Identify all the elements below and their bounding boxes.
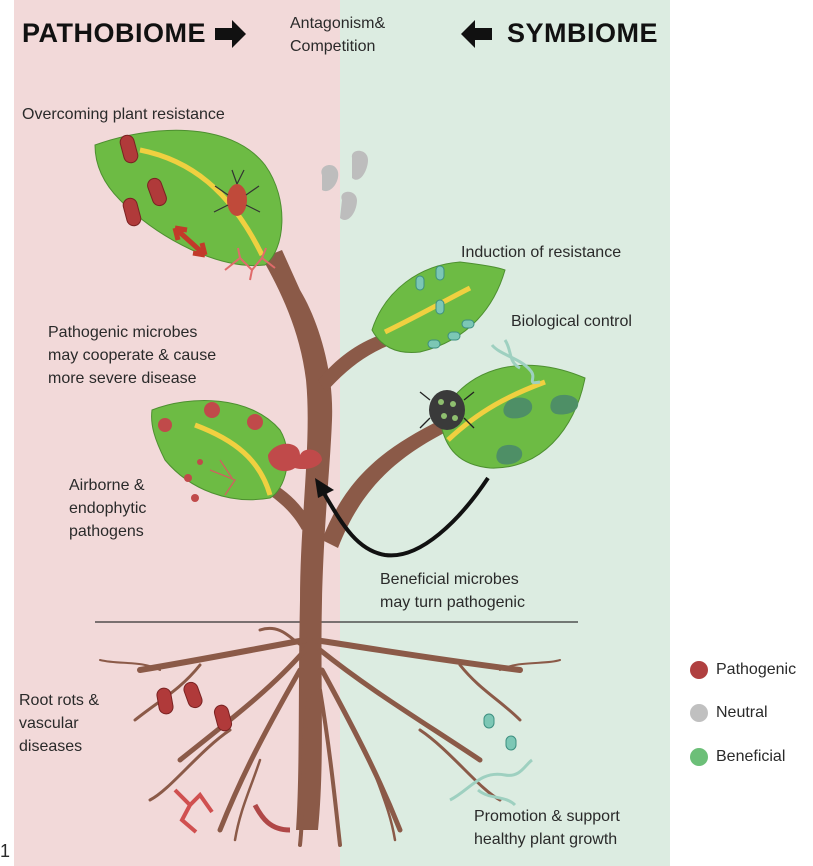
airborne-label: Airborne & endophytic pathogens [69, 474, 146, 543]
leaf-mid-left [152, 400, 288, 499]
promotion-label: Promotion & support healthy plant growth [474, 805, 620, 851]
legend-neutral: Neutral [690, 704, 768, 722]
corner-mark: 1 [0, 840, 10, 863]
pathobiome-title: PATHOBIOME [22, 18, 206, 49]
pathogenic-swatch [690, 661, 708, 679]
legend-beneficial: Beneficial [690, 748, 785, 766]
root-pathogens [156, 680, 233, 732]
antagonism-label: Antagonism& Competition [290, 12, 385, 58]
legend-label: Beneficial [716, 748, 785, 766]
branch-middle-right [322, 420, 446, 548]
legend-label: Neutral [716, 704, 768, 722]
overcoming-label: Overcoming plant resistance [22, 103, 225, 126]
cooperate-label: Pathogenic microbes may cooperate & caus… [48, 321, 216, 390]
symbiome-arrow-icon [461, 20, 492, 48]
turn-pathogenic-label: Beneficial microbes may turn pathogenic [380, 568, 525, 614]
symbiome-title: SYMBIOME [507, 18, 658, 49]
neutral-microbes [321, 151, 368, 220]
pathobiome-arrow-icon [215, 20, 246, 48]
biocontrol-label: Biological control [511, 310, 632, 333]
beneficial-swatch [690, 748, 708, 766]
legend-pathogenic: Pathogenic [690, 661, 796, 679]
root-rots-label: Root rots & vascular diseases [19, 689, 99, 758]
trunk [262, 250, 332, 830]
legend-label: Pathogenic [716, 661, 796, 679]
neutral-swatch [690, 704, 708, 722]
root-beneficial [484, 714, 516, 750]
induction-label: Induction of resistance [461, 241, 621, 264]
